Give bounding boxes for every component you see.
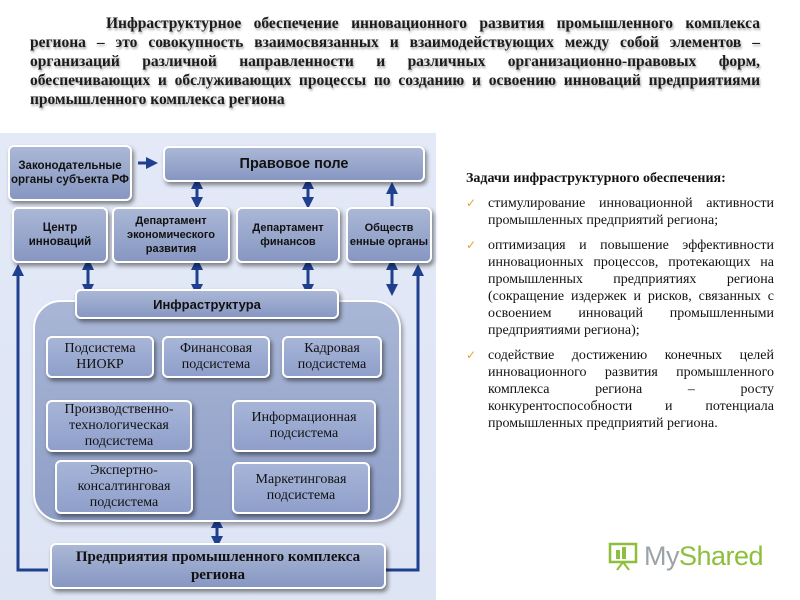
econ-dept-box: Департамент экономического развития [112,207,230,263]
finance-dept-box: Департамент финансов [236,207,340,263]
task-text: оптимизация и повышение эффективности ин… [488,238,774,338]
diagram-arrows [12,157,424,572]
legal-field-box: Правовое поле [163,146,425,182]
arrow-right-loop [386,264,424,572]
rnd-subsystem-label: Подсистема НИОКР [64,341,136,372]
marketing-subsystem-box: Маркетинговая подсистема [232,462,370,514]
finance-dept-label: Департамент финансов [252,222,324,248]
enterprises-box: Предприятия промышленного комплекса реги… [50,543,386,589]
information-subsystem-box: Информационная подсистема [232,400,376,452]
task-text: стимулирование инновационной активности … [488,196,774,228]
myshared-logo: MyShared [608,536,768,576]
legal-field-label: Правовое поле [239,156,349,172]
checkmark-icon: ✓ [466,238,477,252]
task-item: ✓ оптимизация и повышение эффективности … [466,237,774,339]
personnel-subsystem-label: Кадровая подсистема [297,341,367,372]
legislative-bodies-label: Законодательные органы субъекта РФ [10,160,130,186]
enterprises-label: Предприятия промышленного комплекса реги… [75,549,361,583]
production-subsystem-box: Производственно-технологическая подсисте… [46,400,192,452]
expert-subsystem-box: Экспертно-консалтинговая подсистема [55,460,193,514]
arrow-left-loop [12,264,48,572]
tasks-section: Задачи инфраструктурного обеспечения: ✓ … [466,170,774,440]
innovation-center-box: Центр инноваций [12,207,108,263]
public-orgs-box: Обществ енные органы [346,207,432,263]
production-subsystem-label: Производственно-технологическая подсисте… [64,402,174,449]
tasks-title: Задачи инфраструктурного обеспечения: [466,171,726,186]
econ-dept-label: Департамент экономического развития [127,215,215,255]
infrastructure-box: Инфраструктура [75,289,339,319]
logo-text: MyShared [644,540,764,571]
task-text: содействие достижению конечных целей инн… [488,348,774,431]
marketing-subsystem-label: Маркетинговая подсистема [255,472,347,503]
legislative-bodies-box: Законодательные органы субъекта РФ [8,145,132,201]
public-orgs-label: Обществ енные органы [349,222,429,248]
task-item: ✓ стимулирование инновационной активност… [466,195,774,229]
expert-subsystem-label: Экспертно-консалтинговая подсистема [77,463,171,510]
financial-subsystem-box: Финансовая подсистема [162,336,270,378]
task-item: ✓ содействие достижению конечных целей и… [466,347,774,432]
presentation-icon [608,542,638,571]
personnel-subsystem-box: Кадровая подсистема [282,336,382,378]
infrastructure-label: Инфраструктура [153,296,261,312]
header-definition-text: Инфраструктурное обеспечение инновационн… [30,15,760,108]
rnd-subsystem-box: Подсистема НИОКР [46,336,154,378]
financial-subsystem-label: Финансовая подсистема [179,341,253,372]
checkmark-icon: ✓ [466,348,477,362]
innovation-center-label: Центр инноваций [28,222,92,248]
checkmark-icon: ✓ [466,196,477,210]
information-subsystem-label: Информационная подсистема [251,410,357,441]
